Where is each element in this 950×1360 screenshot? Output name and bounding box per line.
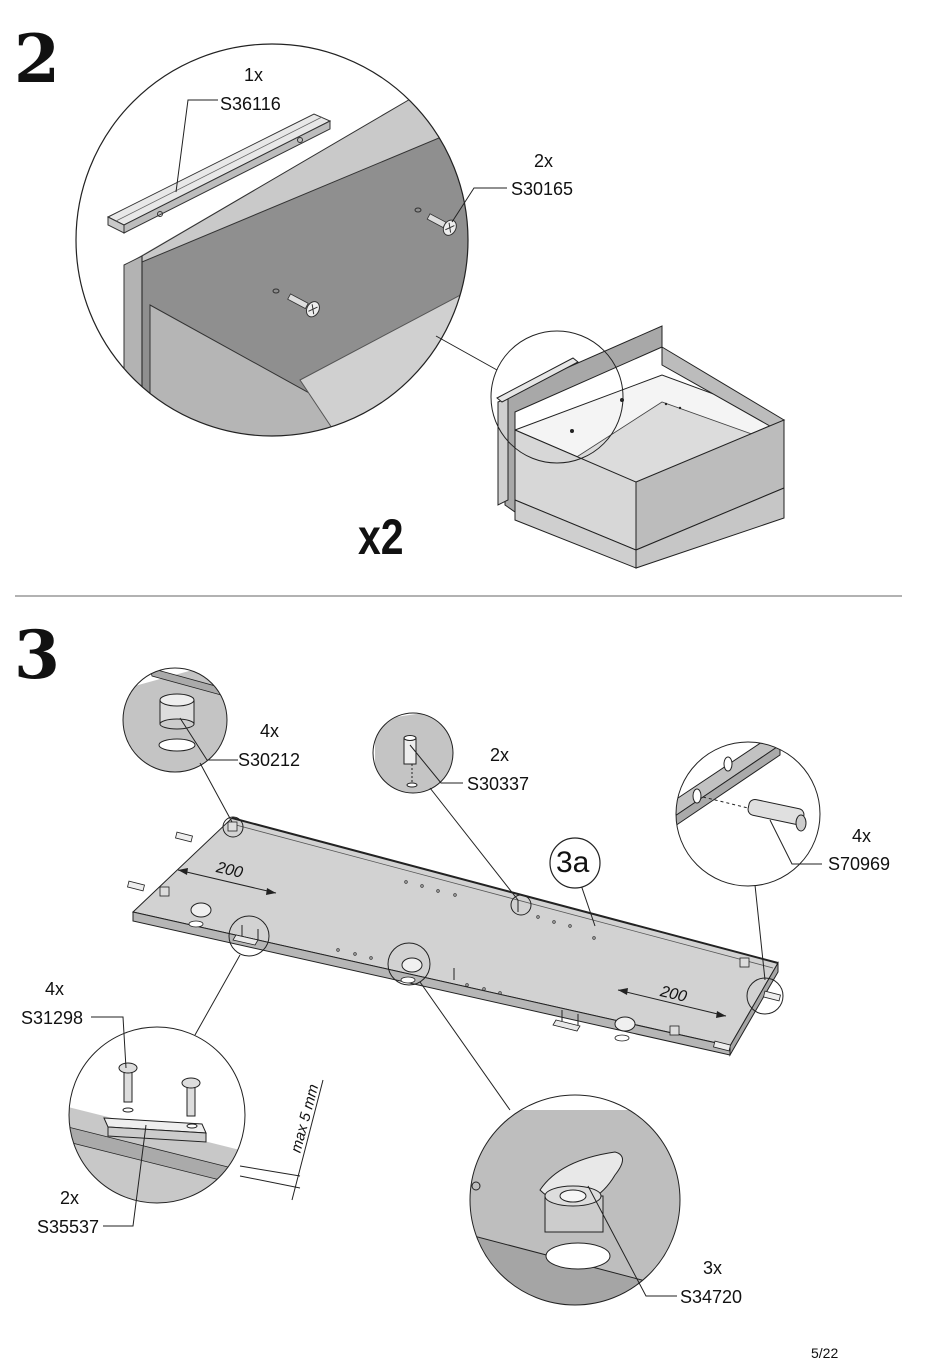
part-qty-s70969: 4x: [852, 826, 872, 846]
part-code-s35537: S35537: [37, 1217, 100, 1237]
zoom-pin: [372, 712, 454, 794]
zoom-plate-screws: [68, 1026, 246, 1204]
zoom-cam-lock: [469, 1094, 681, 1306]
part-qty-s35537: 2x: [60, 1188, 80, 1208]
part-code-s70969: S70969: [828, 854, 891, 874]
part-code-s30165: S30165: [511, 179, 574, 199]
drawer-illustration: [490, 325, 786, 569]
part-code-s34720: S34720: [680, 1287, 743, 1307]
detail-callout-3a: 3a: [556, 846, 590, 879]
part-code-s30212: S30212: [238, 750, 301, 770]
zoom-cam-bolt: [122, 667, 228, 773]
zoom-dowel: [675, 741, 821, 887]
step-3-number: 3: [14, 616, 60, 694]
step2-zoom-circle: [75, 43, 469, 437]
part-qty-s30337: 2x: [490, 745, 510, 765]
page-number: 5/22: [811, 1345, 839, 1360]
part-qty-s30212: 4x: [260, 721, 280, 741]
part-qty-s36116: 1x: [244, 65, 264, 85]
part-qty-s34720: 3x: [703, 1258, 723, 1278]
part-code-s36116: S36116: [220, 94, 281, 114]
part-code-s30337: S30337: [467, 774, 530, 794]
part-code-s31298: S31298: [21, 1008, 84, 1028]
panel-illustration: [127, 816, 784, 1057]
part-qty-s31298: 4x: [45, 979, 65, 999]
step-2-number: 2: [14, 20, 60, 98]
step-2-multiplier: x2: [358, 509, 404, 565]
part-qty-s30165: 2x: [534, 151, 554, 171]
